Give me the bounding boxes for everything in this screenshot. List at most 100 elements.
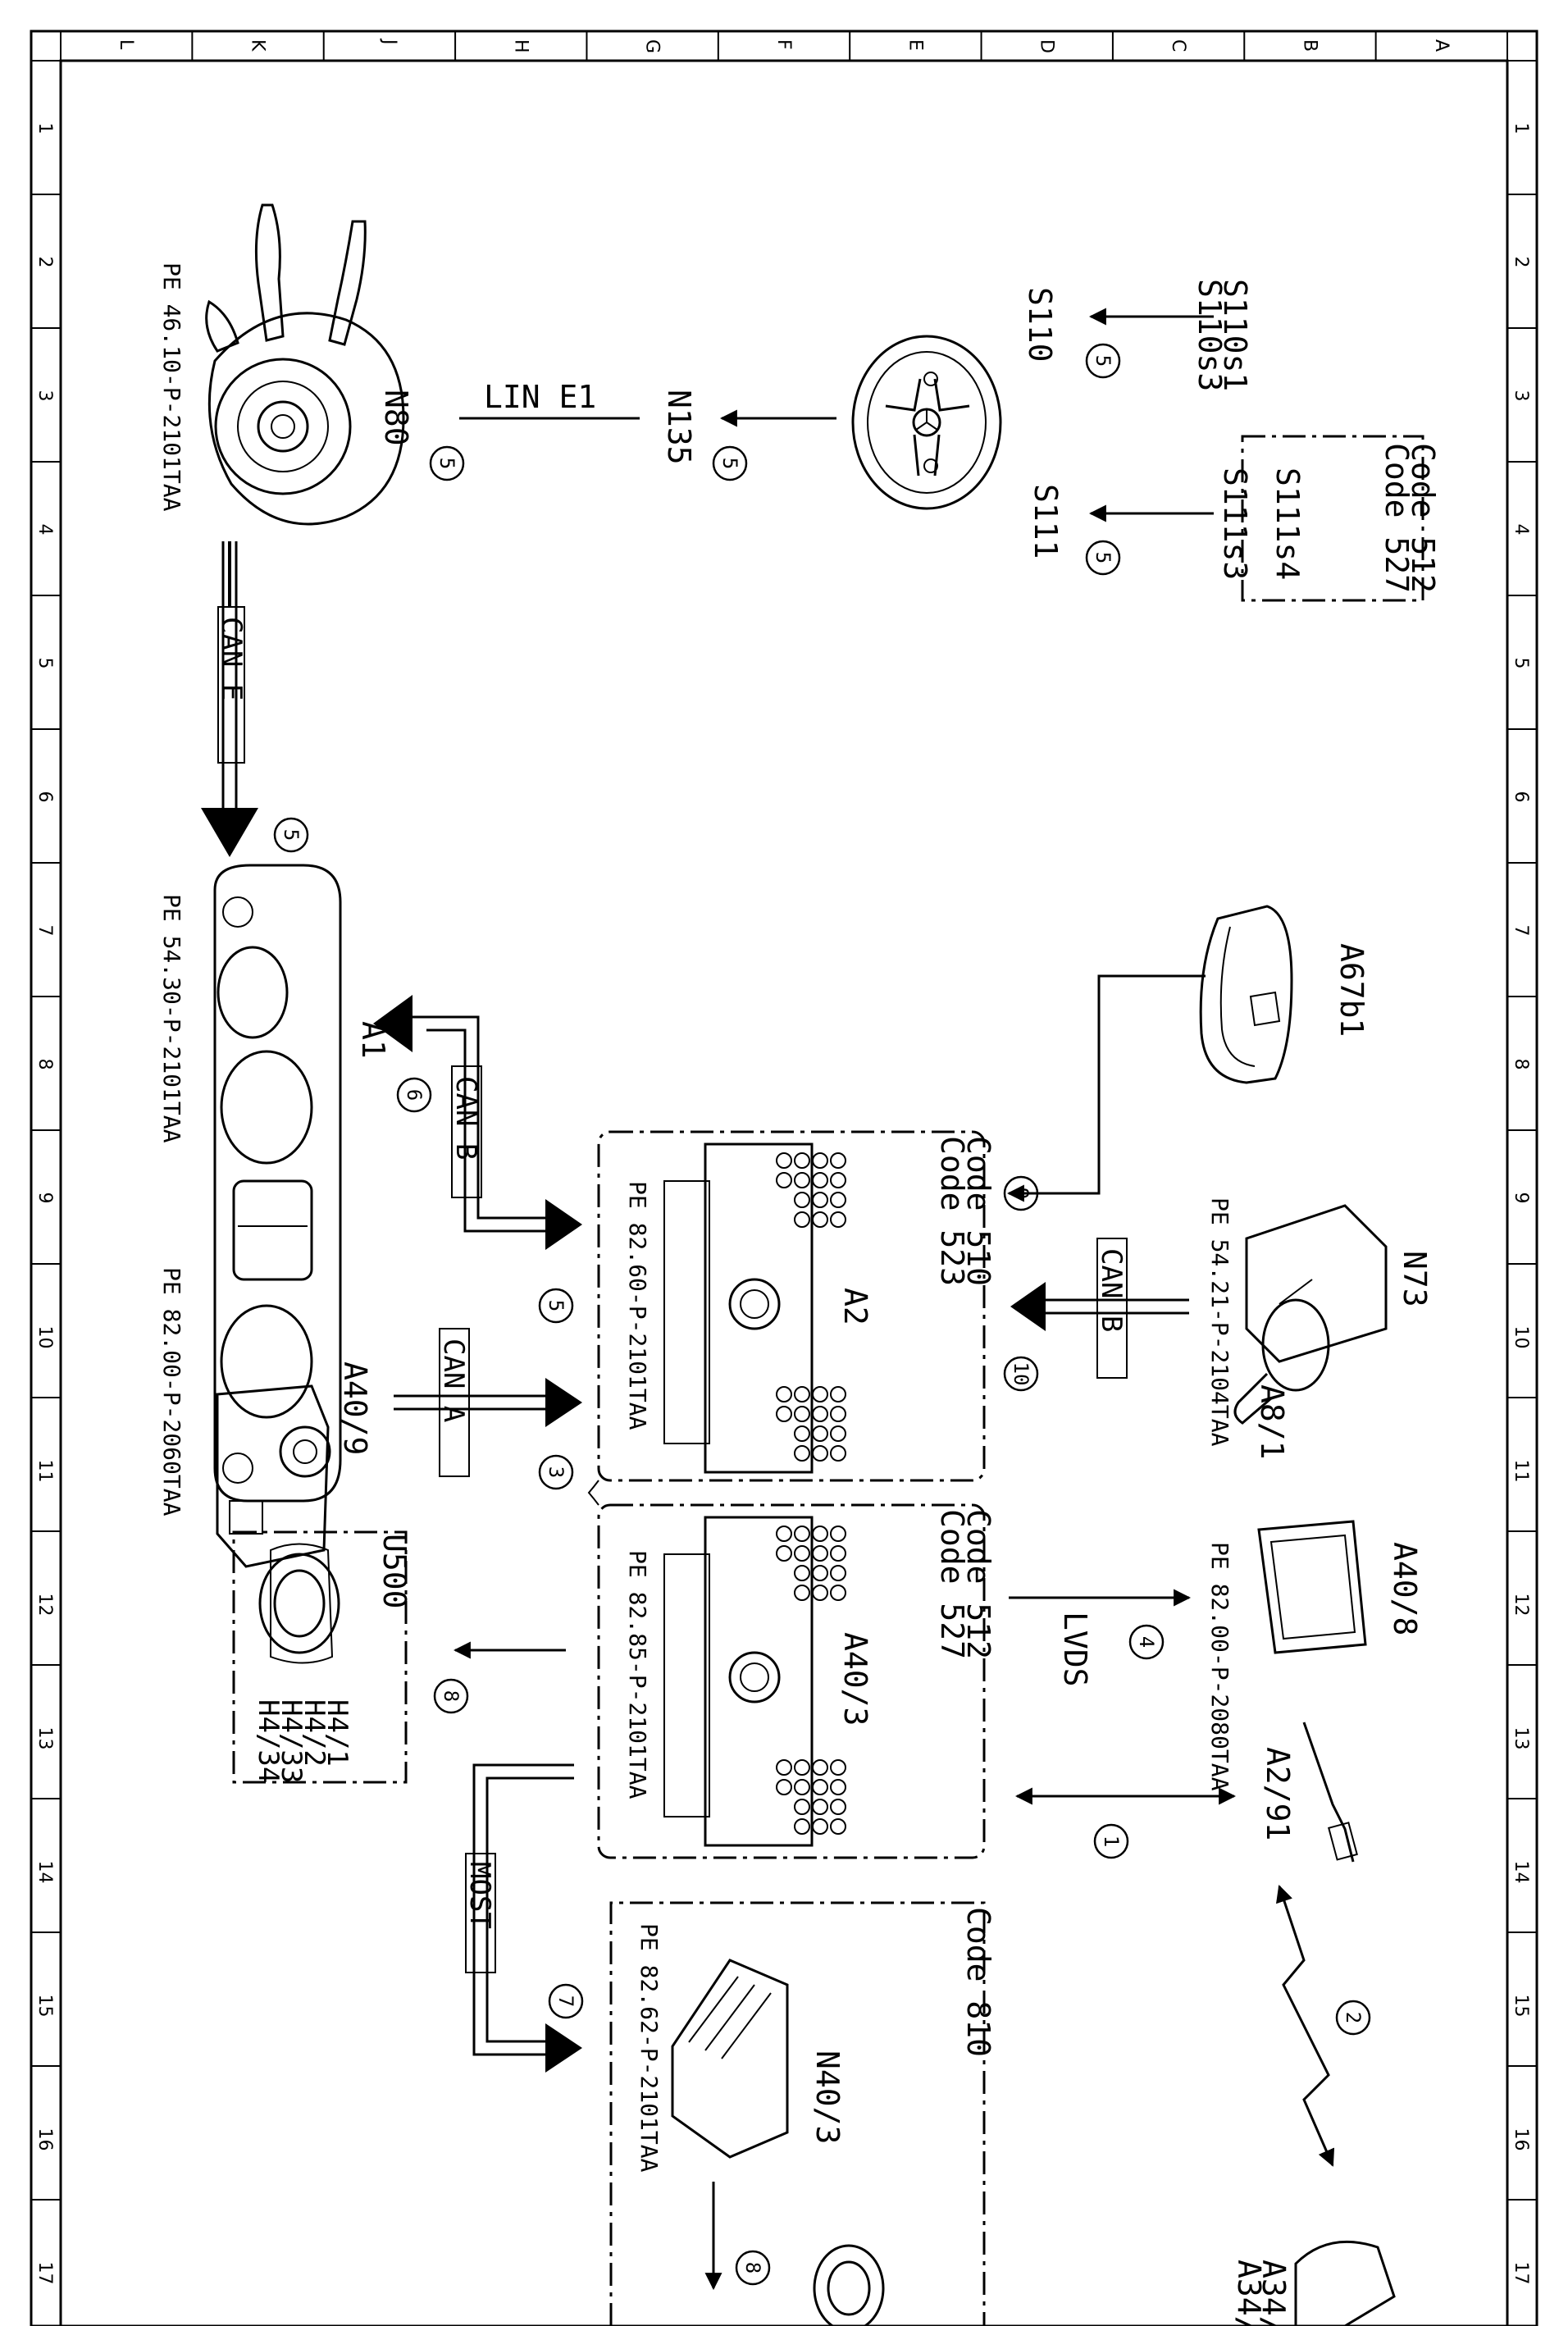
frame-column-ticks: [60, 31, 1508, 61]
label-a8-1: A8/1: [1254, 1384, 1290, 1460]
instrument-cluster-icon: [213, 864, 342, 1503]
frame-column-label: C: [1168, 39, 1188, 52]
label-a67b1: A67b1: [1333, 943, 1370, 1037]
label-a40-3: A40/3: [837, 1632, 873, 1726]
frame-row-ticks: [31, 60, 1537, 2201]
frame-row-label: 5: [1511, 658, 1531, 669]
frame-row-label: 10: [1511, 1326, 1531, 1349]
label-h4-1: H4/1: [321, 1699, 353, 1767]
svg-text:5: 5: [435, 458, 458, 469]
frame-column-label: D: [1037, 39, 1057, 53]
svg-text:7: 7: [554, 1995, 577, 2007]
label-n40-3: N40/3: [809, 2050, 846, 2144]
callout-c-n135: 5: [712, 445, 748, 481]
ref-pe-82-60: PE 82.60-P-2101TAA: [624, 1181, 651, 1430]
svg-text:9: 9: [1010, 1188, 1032, 1199]
frame-column-label: F: [773, 39, 794, 50]
callout-c-10: 10: [1003, 1356, 1039, 1392]
svg-text:1: 1: [1100, 1836, 1123, 1847]
label-code-512-a: Code 512: [1405, 443, 1441, 593]
frame-row-label: 17: [34, 2262, 55, 2285]
ref-pe-54-30: PE 54.30-P-2101TAA: [158, 894, 185, 1143]
frame-row-label: 10: [34, 1326, 55, 1349]
label-code-527-a: Code 527: [1379, 443, 1415, 593]
label-u500: U500: [376, 1534, 413, 1609]
svg-text:8: 8: [741, 2262, 764, 2274]
label-code-510: Code 510: [960, 1136, 996, 1286]
callout-c-4: 4: [1128, 1624, 1165, 1660]
frame-row-label: 9: [34, 1193, 55, 1204]
label-s110s1: S110s1: [1217, 279, 1253, 391]
frame-row-label: 6: [34, 791, 55, 803]
label-can-b-left: CAN B: [449, 1076, 482, 1160]
frame-row-label: 11: [1511, 1460, 1531, 1483]
ref-pe-54-21: PE 54.21-P-2104TAA: [1206, 1197, 1233, 1447]
label-s110s3: S110s3: [1192, 279, 1228, 391]
frame-row-label: 12: [1511, 1594, 1531, 1617]
code-box-s111: [1241, 435, 1424, 602]
ref-pe-82-00-206: PE 82.00-P-2060TAA: [158, 1267, 185, 1516]
frame-column-label: K: [248, 39, 268, 52]
ref-pe-82-62: PE 82.62-P-2101TAA: [636, 1923, 663, 2173]
frame-column-label: H: [510, 39, 531, 53]
head-unit-a2-icon: [663, 1142, 846, 1474]
frame-row-label: 1: [34, 123, 55, 135]
label-code-527-b: Code 527: [934, 1509, 970, 1659]
label-code-810: Code 810: [960, 1907, 996, 2057]
svg-text:5: 5: [718, 458, 741, 469]
frame-row-label: 16: [34, 2128, 55, 2151]
frame-row-label: 2: [1511, 257, 1531, 268]
label-s110: S110: [1022, 287, 1058, 363]
frame-row-label: 3: [1511, 390, 1531, 402]
code-box-n40-3: [609, 1901, 986, 2326]
callout-c-8a: 8: [433, 1678, 469, 1714]
label-a2: A2: [837, 1288, 873, 1325]
frame-row-label: 15: [34, 1995, 55, 2018]
frame-row-label: 6: [1511, 791, 1531, 803]
callout-c-cane: 5: [273, 817, 309, 853]
callout-c-a1: 6: [396, 1077, 432, 1113]
label-a1: A1: [355, 1021, 391, 1059]
bus-can-a: [394, 1328, 582, 1477]
box-u500: [232, 1530, 408, 1784]
svg-text:5: 5: [545, 1300, 567, 1311]
frame-column-label: G: [642, 39, 663, 53]
head-unit-a40-3-icon: [663, 1516, 846, 1847]
bus-can-b-left: [373, 995, 582, 1250]
frame-column-label: A: [1431, 39, 1452, 52]
ref-pe-82-85: PE 82.85-P-2101TAA: [624, 1550, 651, 1799]
label-lvds: LVDS: [1057, 1612, 1093, 1687]
label-a40-8: A40/8: [1387, 1542, 1423, 1635]
frame-row-label: 17: [1511, 2262, 1531, 2285]
camera-icon: [216, 1384, 331, 1568]
mirror-icon: [1199, 905, 1293, 1084]
label-s111: S111: [1028, 484, 1064, 559]
display-icon: [1257, 1520, 1367, 1654]
label-h4-34: H4/34: [252, 1699, 285, 1783]
label-n73: N73: [1397, 1251, 1433, 1307]
callout-c-cana: 3: [538, 1454, 574, 1490]
callout-c-8b: 8: [735, 2250, 771, 2286]
bus-can-e: [201, 541, 258, 857]
ref-pe-82-00-208: PE 82.00-P-2080TAA: [1206, 1542, 1233, 1791]
frame-row-label: 1: [1511, 123, 1531, 135]
ref-pe-46: PE 46.10-P-2101TAA: [158, 262, 185, 512]
label-a2-91: A2/91: [1260, 1747, 1296, 1840]
label-s111s3: S111s3: [1217, 467, 1253, 580]
frame-row-label: 8: [1511, 1059, 1531, 1070]
code-box-a40-3: [597, 1503, 986, 1859]
label-lin-e1: LIN E1: [484, 379, 596, 415]
frame-row-label: 8: [34, 1059, 55, 1070]
steering-wheel-icon: [851, 335, 1002, 510]
callout-c-7: 7: [548, 1983, 584, 2019]
brace: [587, 1480, 599, 1506]
frame-row-label: 11: [34, 1460, 55, 1483]
frame-row-label: 5: [34, 658, 55, 669]
frame-column-label: B: [1299, 39, 1320, 52]
label-a34-a: A34/: [1256, 2260, 1292, 2326]
